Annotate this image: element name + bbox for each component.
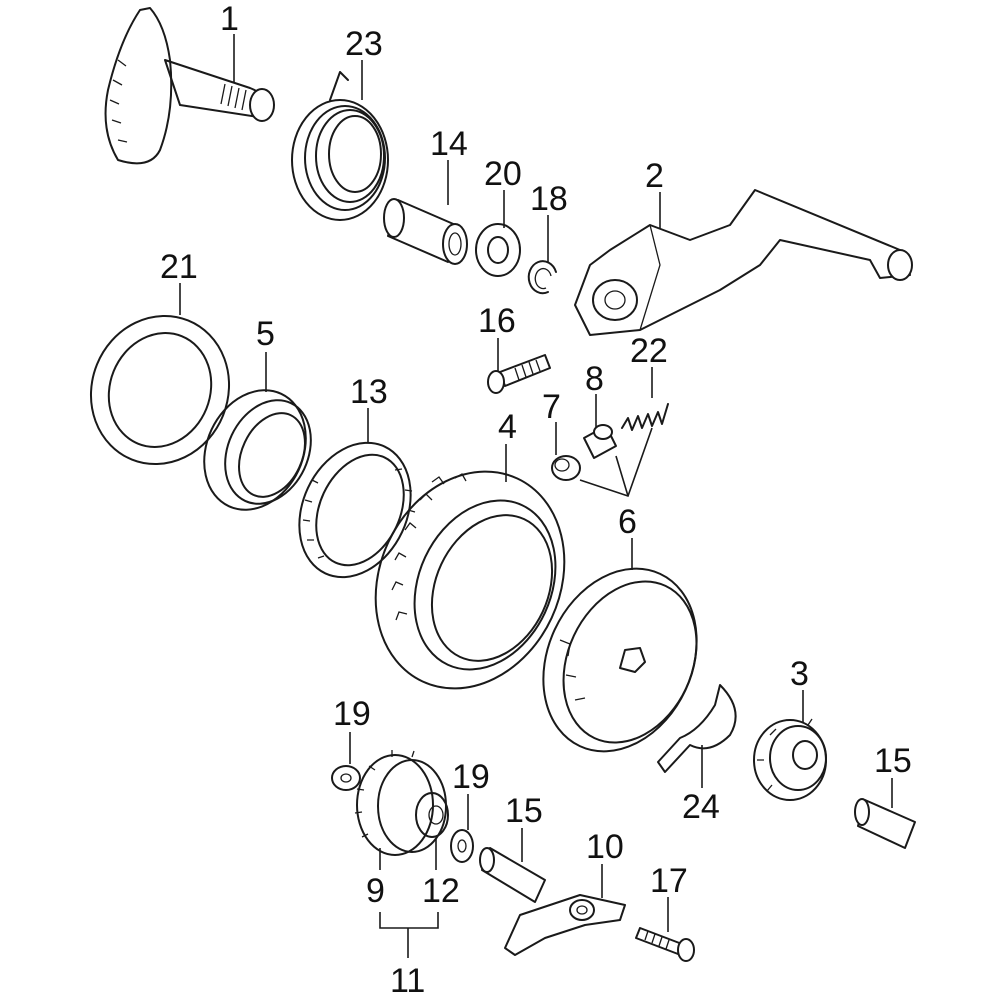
callout-11: 11	[390, 962, 425, 1000]
callout-6: 6	[618, 503, 637, 541]
callout-23: 23	[345, 25, 383, 63]
callout-24: 24	[682, 788, 720, 826]
part-7-roller	[551, 455, 581, 481]
callout-5: 5	[256, 315, 275, 353]
part-15-pin-left	[479, 847, 546, 903]
callout-15-left: 15	[505, 792, 543, 830]
callout-4: 4	[498, 408, 517, 446]
callout-17: 17	[650, 862, 688, 900]
part-20-washer	[475, 223, 521, 277]
callout-21: 21	[160, 248, 198, 286]
callout-10: 10	[586, 828, 624, 866]
callout-16: 16	[478, 302, 516, 340]
part-8-pin	[583, 424, 617, 459]
part-10-lever	[504, 894, 626, 956]
callout-19-left: 19	[333, 695, 371, 733]
callout-12: 12	[422, 872, 460, 910]
callout-20: 20	[484, 155, 522, 193]
callout-8: 8	[585, 360, 604, 398]
part-16-bolt	[487, 354, 551, 394]
part-14-bushing	[383, 198, 468, 265]
callout-7: 7	[542, 388, 561, 426]
part-3-pinion	[753, 718, 827, 801]
callout-18: 18	[530, 180, 568, 218]
callout-9: 9	[366, 872, 385, 910]
callout-15-right: 15	[874, 742, 912, 780]
part-21-washer	[89, 314, 231, 466]
part-5-ring	[203, 389, 312, 511]
callout-14: 14	[430, 125, 468, 163]
part-24-clip	[657, 684, 737, 773]
part-1-kick-spindle	[104, 7, 275, 165]
part-23-spring	[291, 71, 389, 221]
part-17-screw	[635, 927, 695, 962]
callout-1: 1	[220, 0, 239, 38]
callout-22: 22	[630, 332, 668, 370]
part-19-washer-right	[450, 829, 474, 863]
part-22-spring	[621, 403, 669, 431]
part-15-pin-right	[854, 798, 916, 849]
callout-3: 3	[790, 655, 809, 693]
part-19-washer-left	[331, 765, 361, 791]
part-6-ratchet	[542, 567, 698, 753]
part-2-kick-arm	[574, 189, 913, 336]
part-9-idler-gear	[354, 750, 447, 856]
part-18-circlip	[527, 260, 557, 295]
callout-19-right: 19	[452, 758, 490, 796]
callout-2: 2	[645, 157, 664, 195]
part-4-ring-gear	[374, 470, 566, 690]
callout-13: 13	[350, 373, 388, 411]
part-12-gear-hub	[415, 792, 449, 838]
